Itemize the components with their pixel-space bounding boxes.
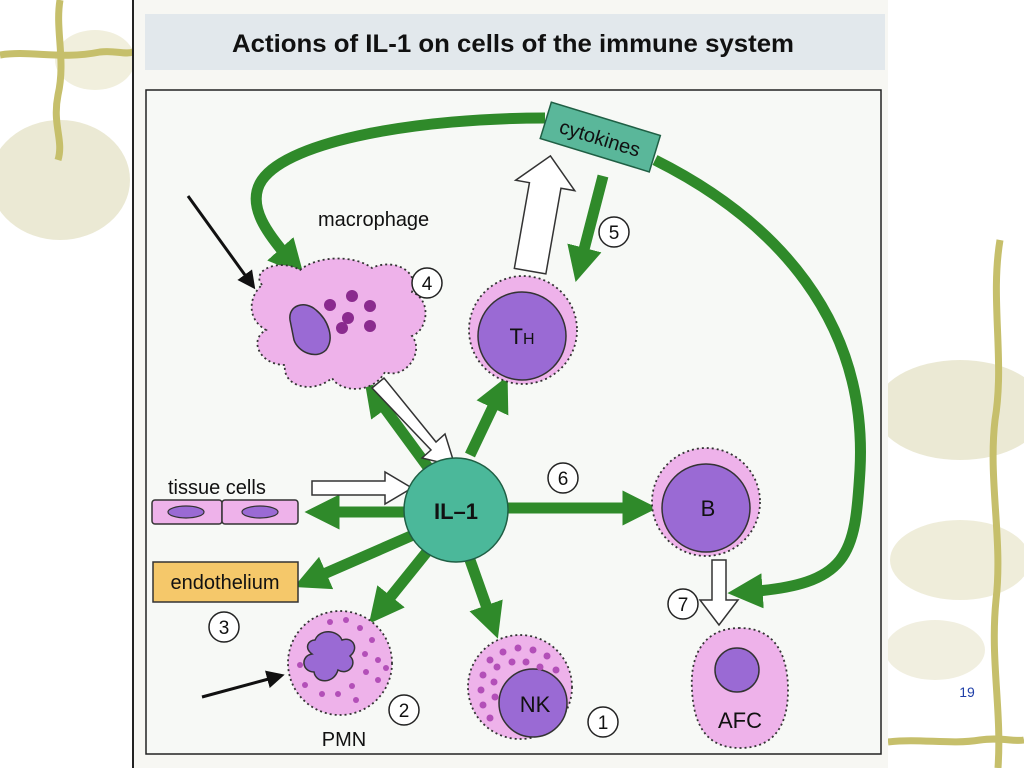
- endothelium-label: endothelium: [171, 572, 280, 594]
- th-label-sub: H: [523, 331, 535, 348]
- macrophage-to-il1-arrow: [370, 376, 457, 468]
- b-label: B: [701, 496, 716, 521]
- cytokines-to-th-arrow: [567, 174, 609, 283]
- th-label: TH: [509, 324, 534, 349]
- il1-to-macrophage-arrow: [364, 380, 435, 474]
- th-cell: [468, 275, 578, 385]
- vine-decoration-left: [0, 0, 135, 240]
- il1-to-endothelium-arrow: [293, 526, 423, 590]
- number-badge-2: 2: [388, 694, 420, 726]
- tissue-to-il1-arrow: [311, 470, 414, 506]
- tissue-cells-label: tissue cells: [168, 477, 266, 499]
- tissue-cells: [151, 499, 299, 525]
- th-to-cytokines-arrow: [513, 154, 577, 275]
- il1-to-pmn-arrow: [368, 544, 435, 624]
- title-band: [145, 14, 885, 70]
- number-badge-1-text: 1: [598, 713, 609, 734]
- pmn-label: PMN: [322, 729, 366, 751]
- b-to-afc-arrow: [698, 559, 740, 627]
- macrophage-cell: [250, 257, 427, 390]
- cytokine-loop-to-afc: [652, 155, 866, 609]
- number-badge-6: 6: [547, 462, 579, 494]
- number-badge-4-text: 4: [422, 274, 433, 295]
- nk-cell: [467, 634, 573, 740]
- number-badge-7-text: 7: [678, 595, 689, 616]
- number-badge-4: 4: [411, 267, 443, 299]
- il1-label: IL–1: [434, 499, 478, 524]
- pmn-pointer-arrow: [201, 670, 285, 699]
- macrophage-pointer-arrow: [186, 195, 256, 290]
- number-badge-3-text: 3: [219, 618, 230, 639]
- number-badge-5-text: 5: [609, 223, 620, 244]
- endothelium-box: [152, 561, 299, 603]
- vine-decoration-right: [875, 239, 1024, 768]
- slide-number: 19: [959, 684, 975, 700]
- th-label-main: T: [509, 324, 522, 349]
- il1-to-th-arrow: [465, 376, 509, 458]
- number-badge-6-text: 6: [558, 469, 569, 490]
- number-badge-3: 3: [208, 611, 240, 643]
- b-cell: [651, 447, 761, 557]
- number-badge-5: 5: [598, 216, 630, 248]
- afc-label: AFC: [718, 708, 762, 733]
- number-badge-1: 1: [587, 706, 619, 738]
- il1-to-nk-arrow: [464, 558, 503, 639]
- pmn-cell: [287, 610, 393, 716]
- afc-cell: [690, 627, 789, 749]
- il1-circle: [403, 457, 509, 563]
- macrophage-label: macrophage: [318, 209, 429, 231]
- cytokine-loop-to-macrophage: [250, 112, 546, 276]
- number-badge-7: 7: [667, 588, 699, 620]
- page-title: Actions of IL-1 on cells of the immune s…: [232, 30, 794, 58]
- nk-label: NK: [520, 692, 551, 717]
- number-badge-2-text: 2: [399, 701, 410, 722]
